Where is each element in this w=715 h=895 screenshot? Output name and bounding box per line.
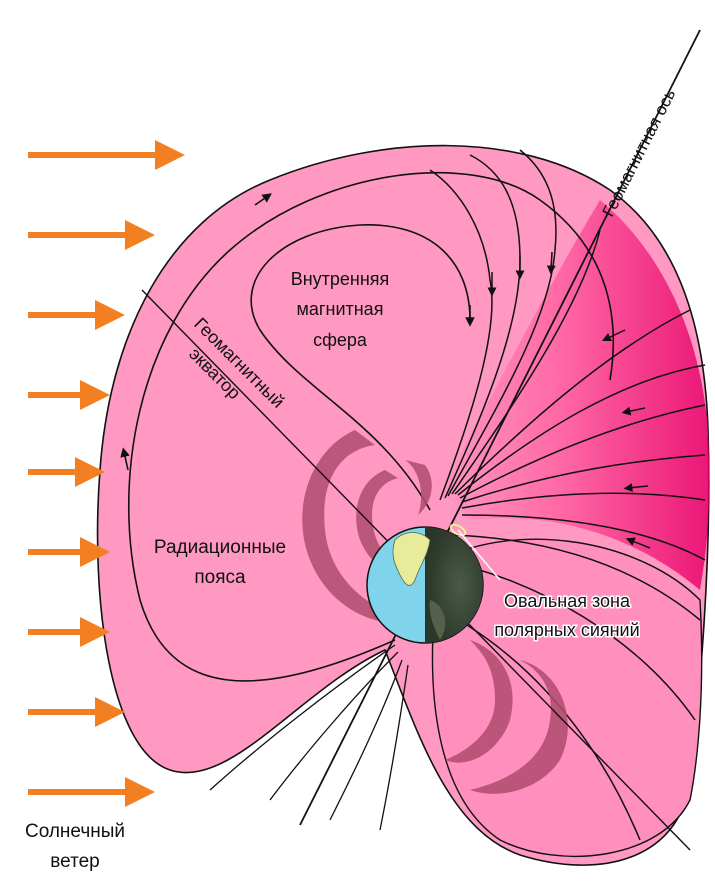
radiation-belts-label-2: пояса	[194, 567, 246, 588]
solar-wind-arrow	[28, 777, 155, 807]
solar-wind-arrow	[28, 380, 110, 410]
solar-wind-arrow	[28, 457, 105, 487]
solar-wind-arrow	[28, 140, 185, 170]
solar-wind-arrow	[28, 300, 125, 330]
solar-wind-label-2: ветер	[50, 851, 99, 872]
auroral-oval-label-1: Овальная зона	[504, 591, 631, 611]
geomagnetic-axis-label: Геомагнитная ось	[599, 86, 680, 220]
radiation-belts-label-1: Радиационные	[154, 537, 286, 558]
inner-sphere-label-2: магнитная	[297, 299, 384, 319]
solar-wind-arrow	[28, 617, 110, 647]
inner-sphere-label-3: сфера	[313, 330, 368, 350]
solar-wind-arrow	[28, 220, 155, 250]
auroral-oval-label-2: полярных сияний	[494, 620, 639, 640]
solar-wind-arrow	[28, 697, 125, 727]
solar-wind-label-1: Солнечный	[25, 821, 125, 842]
inner-sphere-label-1: Внутренняя	[291, 269, 390, 289]
